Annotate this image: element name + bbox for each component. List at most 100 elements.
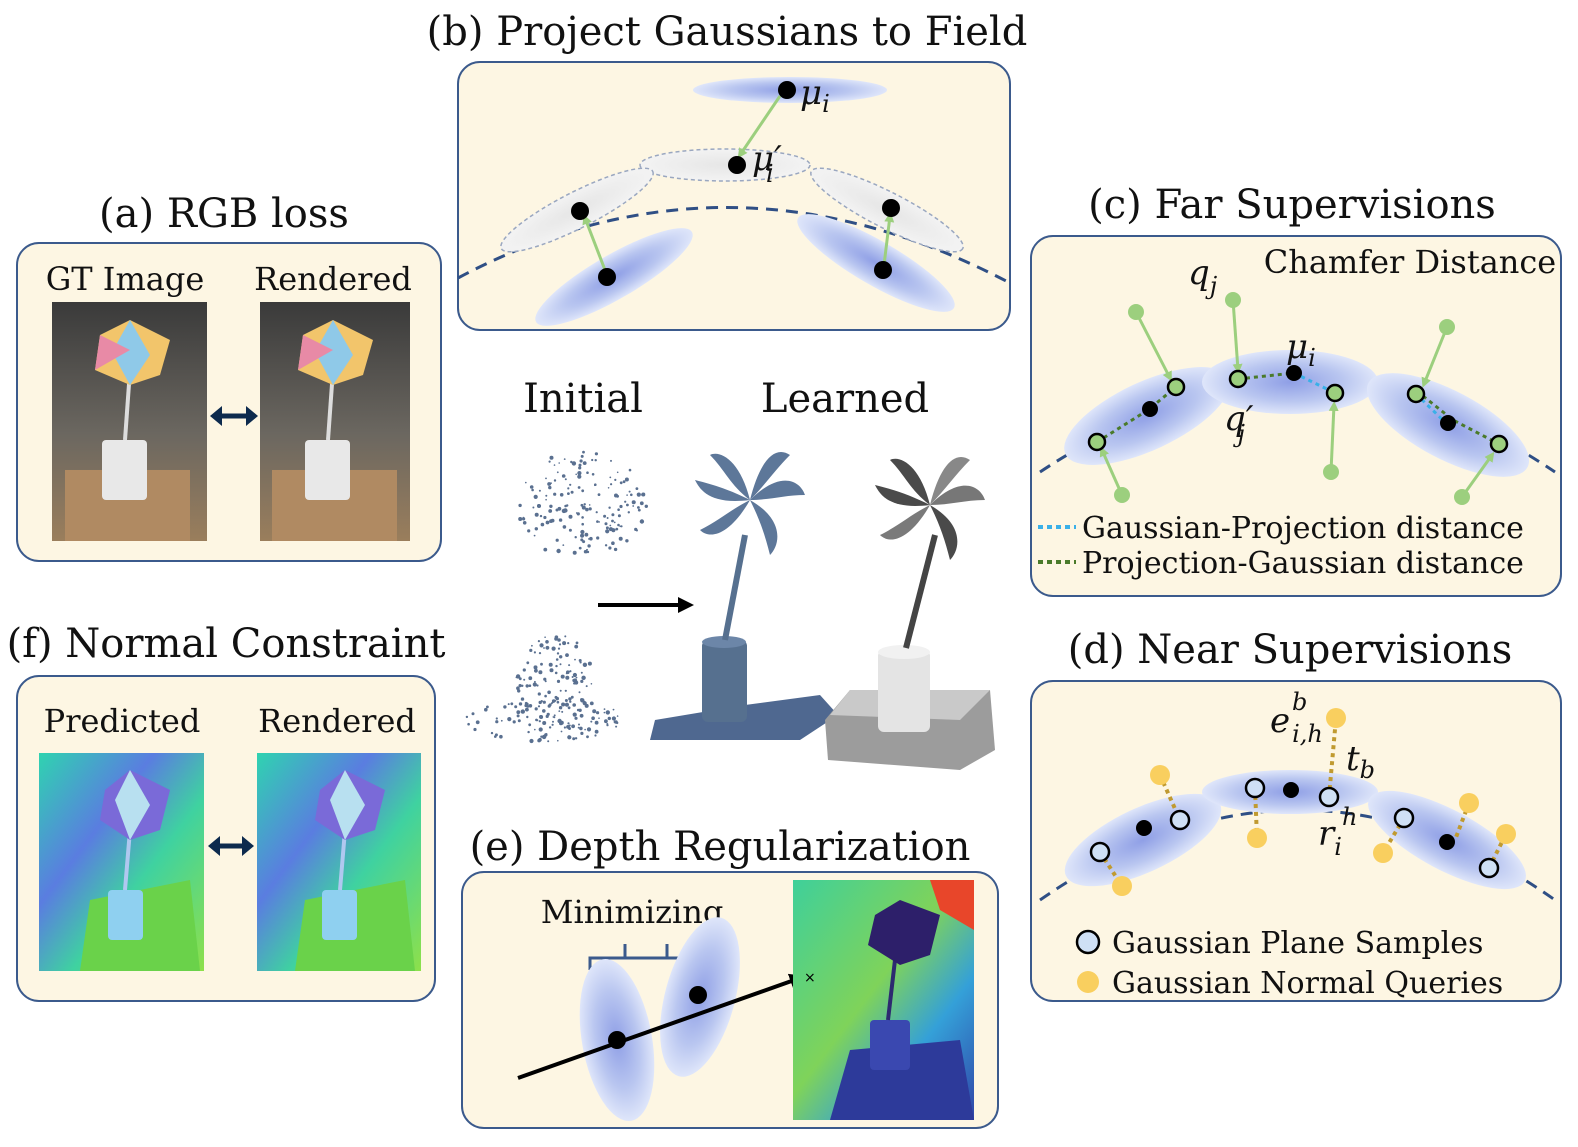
initial-point <box>494 735 497 738</box>
panel-b-title: (b) Project Gaussians to Field <box>427 9 1028 55</box>
initial-point <box>512 720 516 724</box>
initial-point <box>594 452 599 456</box>
initial-point <box>533 494 538 499</box>
initial-point <box>582 450 585 454</box>
initial-point <box>559 493 564 497</box>
panel-b-projection-arrow-right <box>882 212 895 266</box>
initial-point <box>582 662 588 667</box>
panel-b-mean-point-left <box>598 268 616 286</box>
initial-point <box>641 493 644 496</box>
initial-point <box>585 685 588 688</box>
initial-point <box>518 702 523 706</box>
initial-point <box>536 684 539 687</box>
initial-point <box>537 705 541 708</box>
initial-point <box>539 643 544 648</box>
panel-d-mean-points <box>1136 782 1455 850</box>
panel-d-legend-samples: Gaussian Plane Samples <box>1112 926 1483 961</box>
initial-point <box>586 727 592 732</box>
initial-point <box>577 474 582 479</box>
initial-point <box>525 707 529 712</box>
initial-point <box>554 635 559 639</box>
initial-point <box>575 641 579 645</box>
panel-c-mu-label: μi <box>1286 327 1316 372</box>
initial-point <box>624 477 629 482</box>
initial-point <box>570 695 574 699</box>
initial-point <box>548 485 552 490</box>
panel-d-legend-sample-swatch <box>1075 929 1101 955</box>
initial-point <box>565 653 569 657</box>
initial-point <box>603 711 606 714</box>
initial-point <box>591 473 595 476</box>
panel-d-normal-queries <box>1112 708 1516 896</box>
initial-point <box>525 481 527 484</box>
initial-point <box>575 512 578 514</box>
initial-point <box>605 710 610 715</box>
initial-point <box>581 675 586 680</box>
initial-point <box>571 676 574 678</box>
initial-point <box>574 713 577 717</box>
learned-mesh <box>825 457 995 770</box>
initial-point <box>527 730 530 734</box>
panel-e-depth-map <box>793 880 974 1120</box>
initial-point <box>567 492 570 495</box>
initial-point <box>559 689 562 692</box>
panel-d-plane-samples <box>1089 777 1500 879</box>
initial-point <box>574 737 578 740</box>
initial-point <box>528 684 532 687</box>
initial-point <box>581 516 584 519</box>
initial-point <box>580 503 584 507</box>
initial-point <box>612 708 615 711</box>
initial-point <box>525 702 529 707</box>
initial-point <box>543 677 547 681</box>
initial-point <box>578 546 582 550</box>
initial-point <box>475 720 480 725</box>
initial-point <box>518 503 522 508</box>
initial-point <box>583 503 586 506</box>
panel-d-r-superscript: h <box>1342 803 1357 831</box>
initial-point <box>540 522 545 527</box>
initial-point <box>605 526 609 530</box>
initial-point <box>528 723 532 727</box>
initial-point <box>567 642 570 645</box>
panel-e-near-point <box>608 1031 626 1049</box>
initial-point <box>515 676 518 679</box>
initial-point <box>525 684 529 688</box>
initial-point <box>610 483 613 486</box>
panel-b-mu-prime-label: μ′i <box>752 139 782 188</box>
initial-point <box>594 483 597 487</box>
panel-d-e-superscript: b <box>1292 688 1307 716</box>
initial-point <box>607 716 611 721</box>
panel-e-camera-ray <box>517 973 806 1080</box>
panel-f-compare-arrow <box>208 836 254 856</box>
initial-point <box>596 711 600 715</box>
initial-point <box>619 504 623 509</box>
initial-point <box>549 455 554 460</box>
initial-point <box>578 723 580 726</box>
initial-point <box>608 527 613 532</box>
initial-point <box>583 550 588 554</box>
initial-point <box>590 683 593 685</box>
initial-point <box>615 527 619 531</box>
initial-point <box>630 493 633 497</box>
initial-point <box>588 504 591 506</box>
initial-point <box>556 679 561 684</box>
initial-point <box>639 501 644 506</box>
initial-point <box>517 689 521 693</box>
initial-point <box>555 658 559 661</box>
initial-point <box>527 529 531 533</box>
panel-a-title: (a) RGB loss <box>99 191 349 237</box>
initial-point <box>637 508 641 512</box>
initial-point <box>564 478 567 481</box>
initial-point <box>574 536 577 539</box>
initial-point <box>574 716 578 720</box>
initial-point <box>606 723 609 725</box>
initial-point <box>532 682 537 687</box>
initial-point <box>548 460 551 463</box>
initial-point <box>520 697 525 701</box>
initial-point <box>568 514 573 519</box>
initial-point <box>625 539 629 543</box>
initial-point <box>594 729 599 734</box>
panel-c-box <box>1030 235 1562 597</box>
initial-point <box>626 503 629 507</box>
initial-point <box>594 459 597 462</box>
